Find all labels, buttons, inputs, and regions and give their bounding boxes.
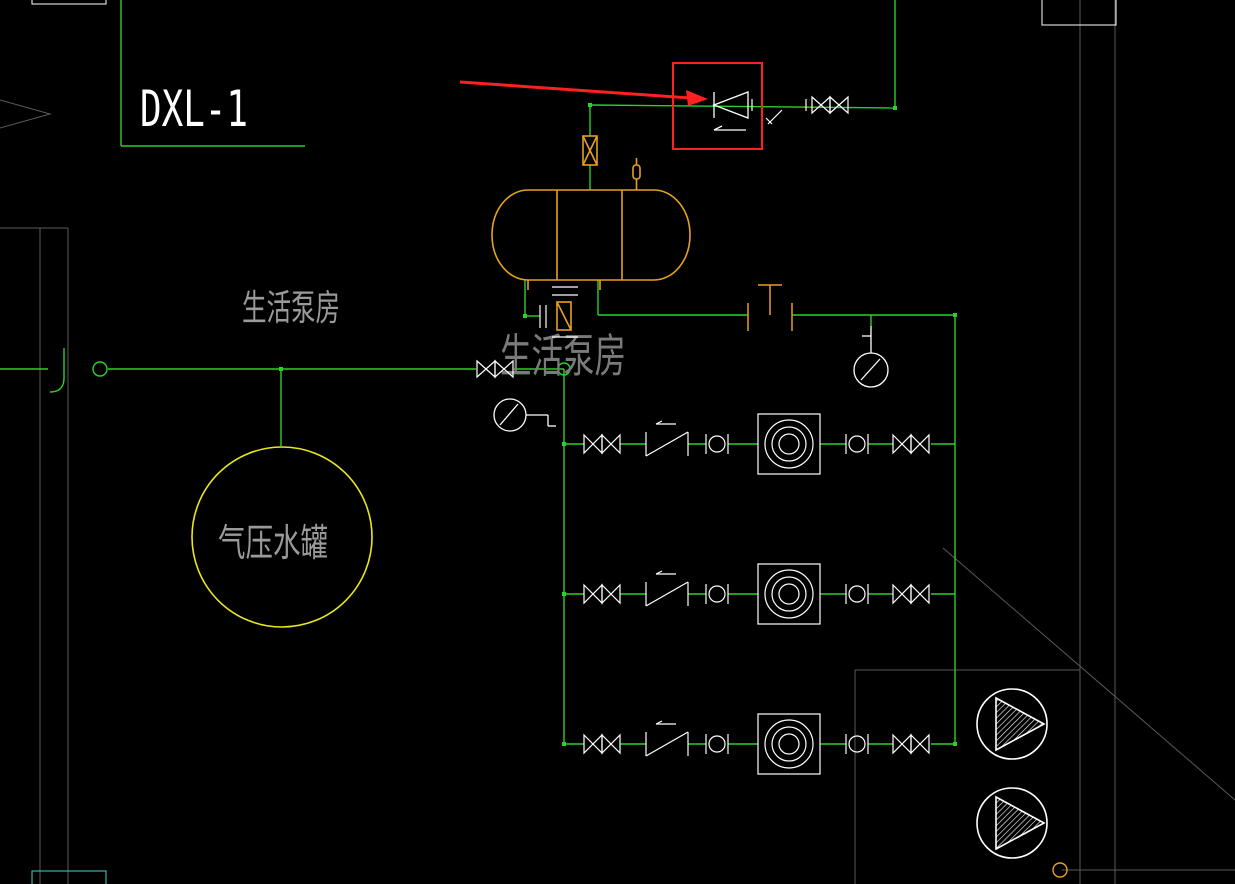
check-valve-icon [645, 420, 689, 457]
top-right-box [1041, 0, 1117, 26]
pump-branch-2 [583, 563, 930, 625]
pump-branch-3 [583, 713, 930, 775]
gate-valve-icon [892, 733, 912, 755]
backflow-preventer-icon[interactable] [712, 91, 749, 131]
check-valve-icon [645, 570, 689, 607]
flexible-joint-icon [705, 734, 729, 754]
gate-valve-icon [892, 583, 912, 605]
partial-arrow-icon [0, 99, 52, 129]
teal-box [31, 870, 107, 884]
gate-valve-icon [583, 433, 603, 455]
gate-valve-icon [892, 433, 912, 455]
tank-label: 气压水罐 [218, 521, 328, 565]
pump-branch-1 [583, 413, 930, 475]
pressure-gauge-right-icon [853, 326, 889, 388]
vessel-fittings [539, 286, 578, 338]
flexible-joint-icon [845, 734, 869, 754]
pressure-tank-icon [191, 446, 373, 628]
room-label-overlay: 生活泵房 [500, 329, 626, 383]
pipe-end-circle-icon [92, 361, 108, 377]
dxl-frame [120, 0, 305, 147]
header-node-circle-icon [557, 362, 571, 376]
orange-marker-icon [1052, 862, 1068, 878]
main-gate-valve-icon[interactable] [476, 359, 514, 379]
flexible-joint-icon [705, 434, 729, 454]
pipe-nodes [279, 103, 957, 746]
pump-symbol-upper-icon [976, 688, 1048, 760]
gate-valve-icon [583, 583, 603, 605]
highlight-box [672, 62, 763, 150]
flexible-joint-icon [845, 434, 869, 454]
diaphragm-vessel-icon [491, 135, 691, 331]
flexible-joint-icon [705, 584, 729, 604]
top-tee-fitting-icon [747, 284, 793, 331]
red-arrow-icon [459, 80, 708, 106]
pump-symbol-lower-icon [976, 787, 1048, 859]
pressure-gauge-left-icon [493, 398, 556, 432]
flexible-joint-icon [845, 584, 869, 604]
check-valve-icon [645, 720, 689, 757]
top-left-box [31, 0, 107, 5]
pipe-network [0, 0, 956, 745]
gate-valve-icon [583, 733, 603, 755]
pump-icon [757, 713, 821, 775]
room-label: 生活泵房 [242, 288, 340, 329]
top-valve-fittings [751, 95, 849, 125]
system-label: DXL-1 [140, 80, 248, 138]
pump-icon [757, 413, 821, 475]
pump-icon [757, 563, 821, 625]
